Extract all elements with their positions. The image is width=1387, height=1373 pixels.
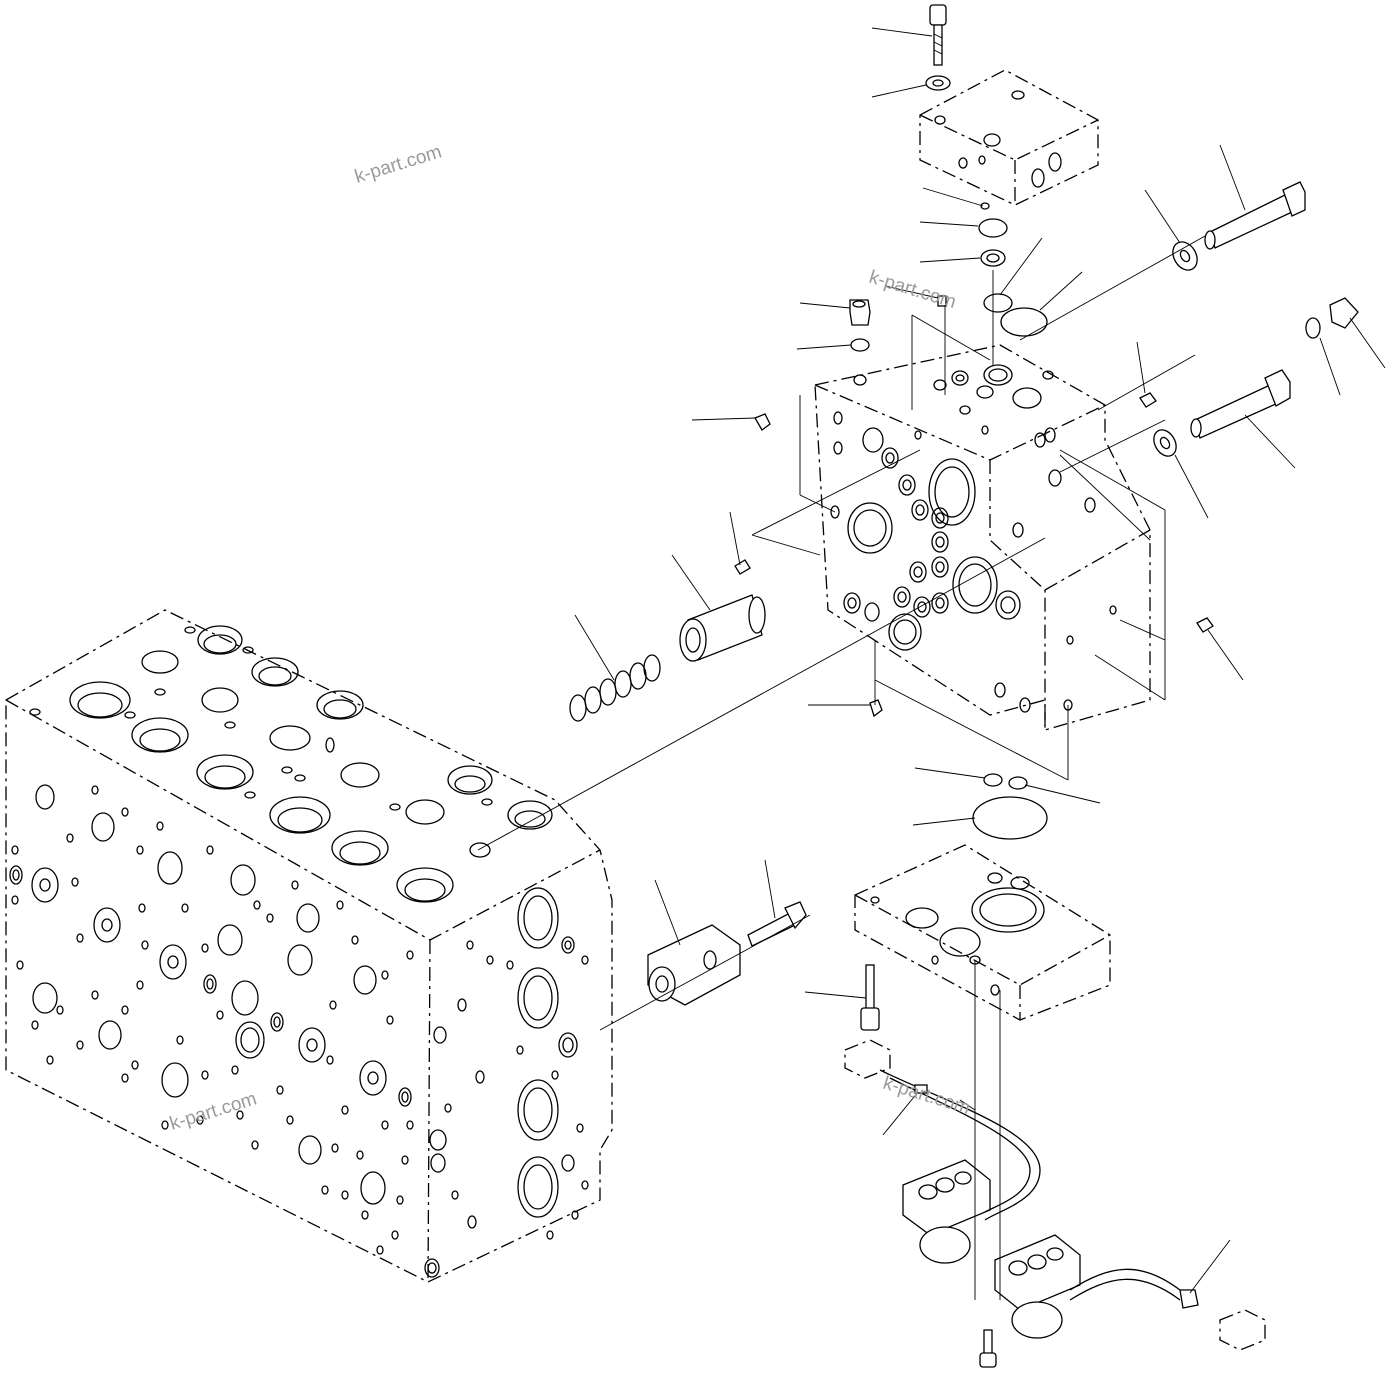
spool-sleeve <box>679 594 766 662</box>
watermark: k-part.com <box>867 267 959 313</box>
washer-upper-right <box>1172 241 1198 271</box>
washer-top <box>925 75 951 91</box>
washer-middle-right <box>1153 429 1177 457</box>
cap-block <box>647 924 741 1006</box>
bolt-upper-right <box>1204 181 1306 250</box>
watermark: k-part.com <box>352 141 444 187</box>
bolt-lower <box>860 964 880 1031</box>
main-valve-body <box>5 609 613 1283</box>
section-valve-block <box>814 69 1151 731</box>
watermark: k-part.com <box>881 1073 973 1119</box>
bolt-cap <box>747 901 807 947</box>
lower-seals <box>972 773 1048 840</box>
bolt-top <box>929 4 947 66</box>
plug-right <box>1305 297 1359 339</box>
alignment-lines <box>477 235 1206 1300</box>
watermarks: k-part.com k-part.com k-part.com k-part.… <box>167 141 972 1134</box>
spring <box>569 654 661 722</box>
wiring-harness <box>844 1039 1266 1368</box>
leader-lines <box>574 27 1386 1294</box>
solenoid-lower-left <box>902 1159 991 1264</box>
small-seals <box>734 202 1214 718</box>
bolt-middle-right <box>1190 369 1291 439</box>
lower-housing <box>854 844 1111 1021</box>
solenoid-lower-right <box>994 1234 1081 1339</box>
